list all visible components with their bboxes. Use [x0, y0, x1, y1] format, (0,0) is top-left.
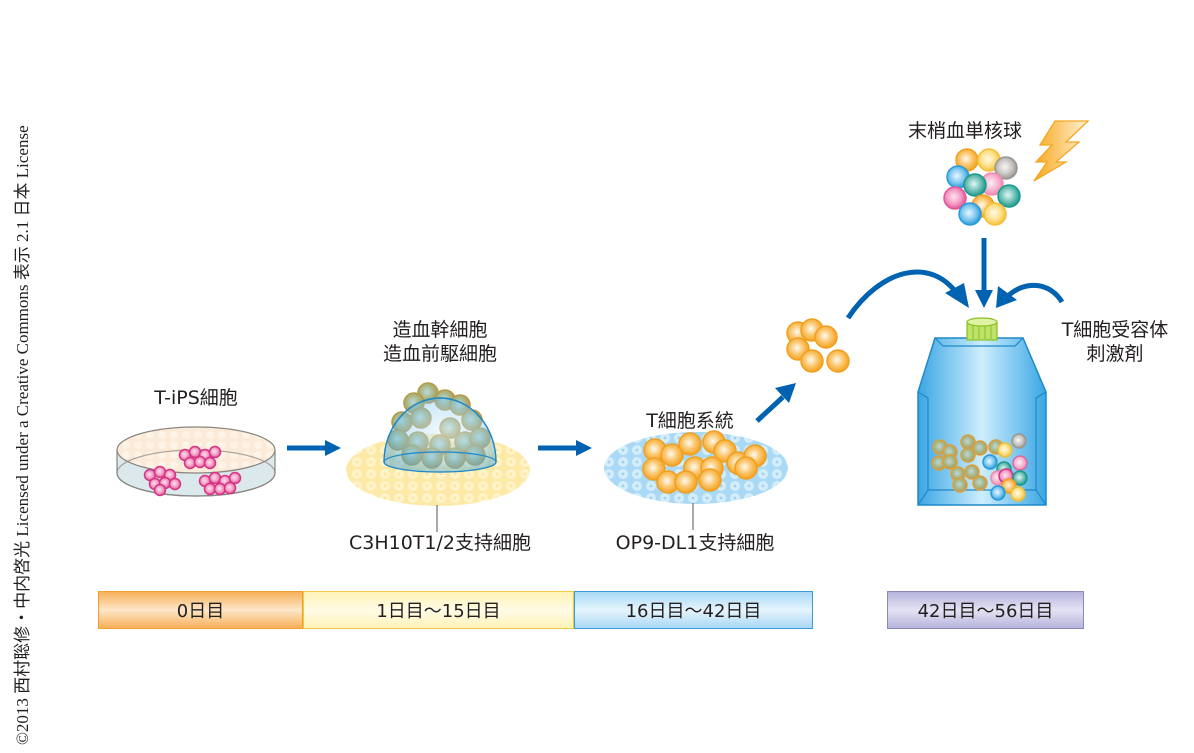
t-cell [814, 325, 838, 349]
pbmc-cell [963, 173, 987, 197]
label-t-lineage: T細胞系統 [646, 410, 734, 432]
label-hpc: 造血前駆細胞 [382, 343, 497, 365]
t-cell [734, 456, 758, 480]
t-cell [674, 470, 698, 494]
label-pbmc: 末梢血単核球 [907, 120, 1022, 142]
label-feeder-c3h: C3H10T1/2支持細胞 [348, 532, 531, 554]
flask-cell [1012, 470, 1028, 486]
petri-dish-tips [116, 426, 276, 497]
label-tcr-stimulant-2: 刺激剤 [1086, 343, 1144, 365]
arrow-pbmc-to-flask [975, 238, 993, 308]
timeline-day1-15: 1日目〜15日目 [303, 591, 574, 629]
ips-cell [208, 445, 222, 459]
flask-cell [1010, 486, 1026, 502]
flask-cell [982, 454, 998, 470]
timeline-day16-42: 16日目〜42日目 [574, 591, 813, 629]
label-tcr-stimulant: T細胞受容体 [1061, 319, 1169, 341]
ips-cell [228, 471, 242, 485]
arrow-stage2-to-3 [538, 440, 592, 456]
pbmc-cell [983, 202, 1007, 226]
pbmc-cell [997, 184, 1021, 208]
t-lineage-cells [642, 430, 767, 494]
label-feeder-op9: OP9-DL1支持細胞 [615, 532, 775, 554]
pbmc-cluster [943, 148, 1021, 226]
ips-cell [223, 481, 237, 495]
flask-cell [1012, 455, 1028, 471]
timeline-day0: 0日目 [98, 591, 303, 629]
t-cell [800, 349, 824, 373]
pbmc-cell [958, 202, 982, 226]
flask-cells [931, 433, 1028, 502]
pbmc-cell [943, 186, 967, 210]
flask-cell [972, 440, 988, 456]
ips-cell [203, 456, 217, 470]
t-cell [678, 432, 702, 456]
timeline-day42-56: 42日目〜56日目 [887, 591, 1084, 629]
flask-cell [972, 475, 988, 491]
t-cell [660, 443, 684, 467]
lightning-icon [1033, 120, 1090, 182]
arrow-stage1-to-2 [287, 440, 341, 456]
flask-cell [1011, 433, 1027, 449]
t-cell-cluster [786, 318, 850, 373]
label-tips: T-iPS細胞 [154, 387, 238, 409]
flask-cell [942, 454, 958, 470]
flask-cell [997, 442, 1013, 458]
ips-cell [153, 483, 167, 497]
label-hsc: 造血幹細胞 [392, 319, 488, 341]
hsc-dome-on-feeder [346, 382, 530, 532]
flask-cell [990, 485, 1006, 501]
culture-flask [917, 317, 1047, 506]
arrow-to-t-cluster [755, 383, 796, 423]
flask-cell [964, 464, 980, 480]
t-cell [698, 468, 722, 492]
flask-cell [960, 447, 976, 463]
t-cell [826, 349, 850, 373]
ips-cell-colonies [143, 445, 242, 497]
arrow-tcr-to-flask [996, 282, 1065, 308]
arrow-cluster-to-flask [845, 269, 969, 320]
flask-cell [952, 477, 968, 493]
flask-cap [966, 317, 998, 341]
pbmc-cell [994, 156, 1018, 180]
ips-cell [168, 477, 182, 491]
t-cell-lineage-on-feeder [604, 430, 788, 530]
